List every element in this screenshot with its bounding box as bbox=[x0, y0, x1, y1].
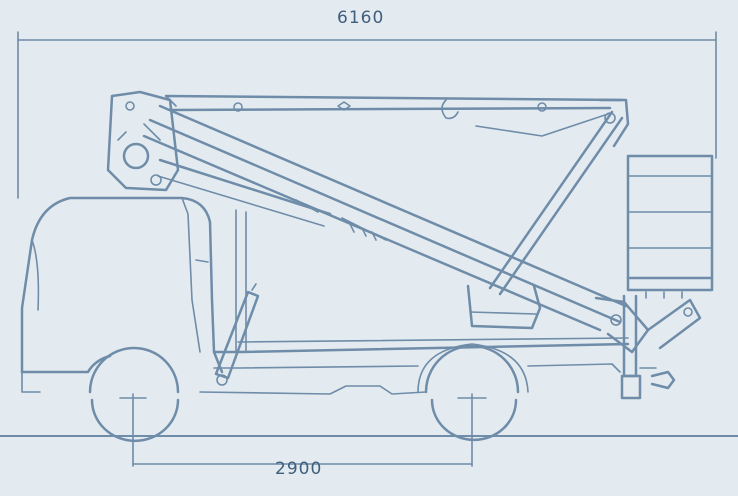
basket-leveling-linkage bbox=[594, 296, 702, 354]
boom-pivot-bracket bbox=[106, 90, 180, 192]
overall-length-label: 6160 bbox=[337, 8, 385, 28]
turret-base bbox=[466, 284, 542, 330]
rear-wheel bbox=[417, 343, 529, 442]
rear-outrigger bbox=[620, 294, 676, 400]
main-telescopic-boom bbox=[142, 104, 628, 332]
truck-cab bbox=[20, 196, 224, 393]
platform-basket bbox=[626, 154, 714, 299]
wheelbase-label: 2900 bbox=[275, 459, 323, 479]
overall-length-dimension bbox=[17, 31, 717, 199]
jib-arm bbox=[475, 98, 630, 296]
wheelbase-dimension bbox=[132, 393, 473, 467]
front-lift-cylinder bbox=[214, 283, 260, 386]
chassis-frame bbox=[199, 209, 630, 395]
front-wheel bbox=[88, 346, 180, 443]
lower-link-arm bbox=[157, 158, 332, 227]
upper-boom bbox=[164, 94, 624, 120]
